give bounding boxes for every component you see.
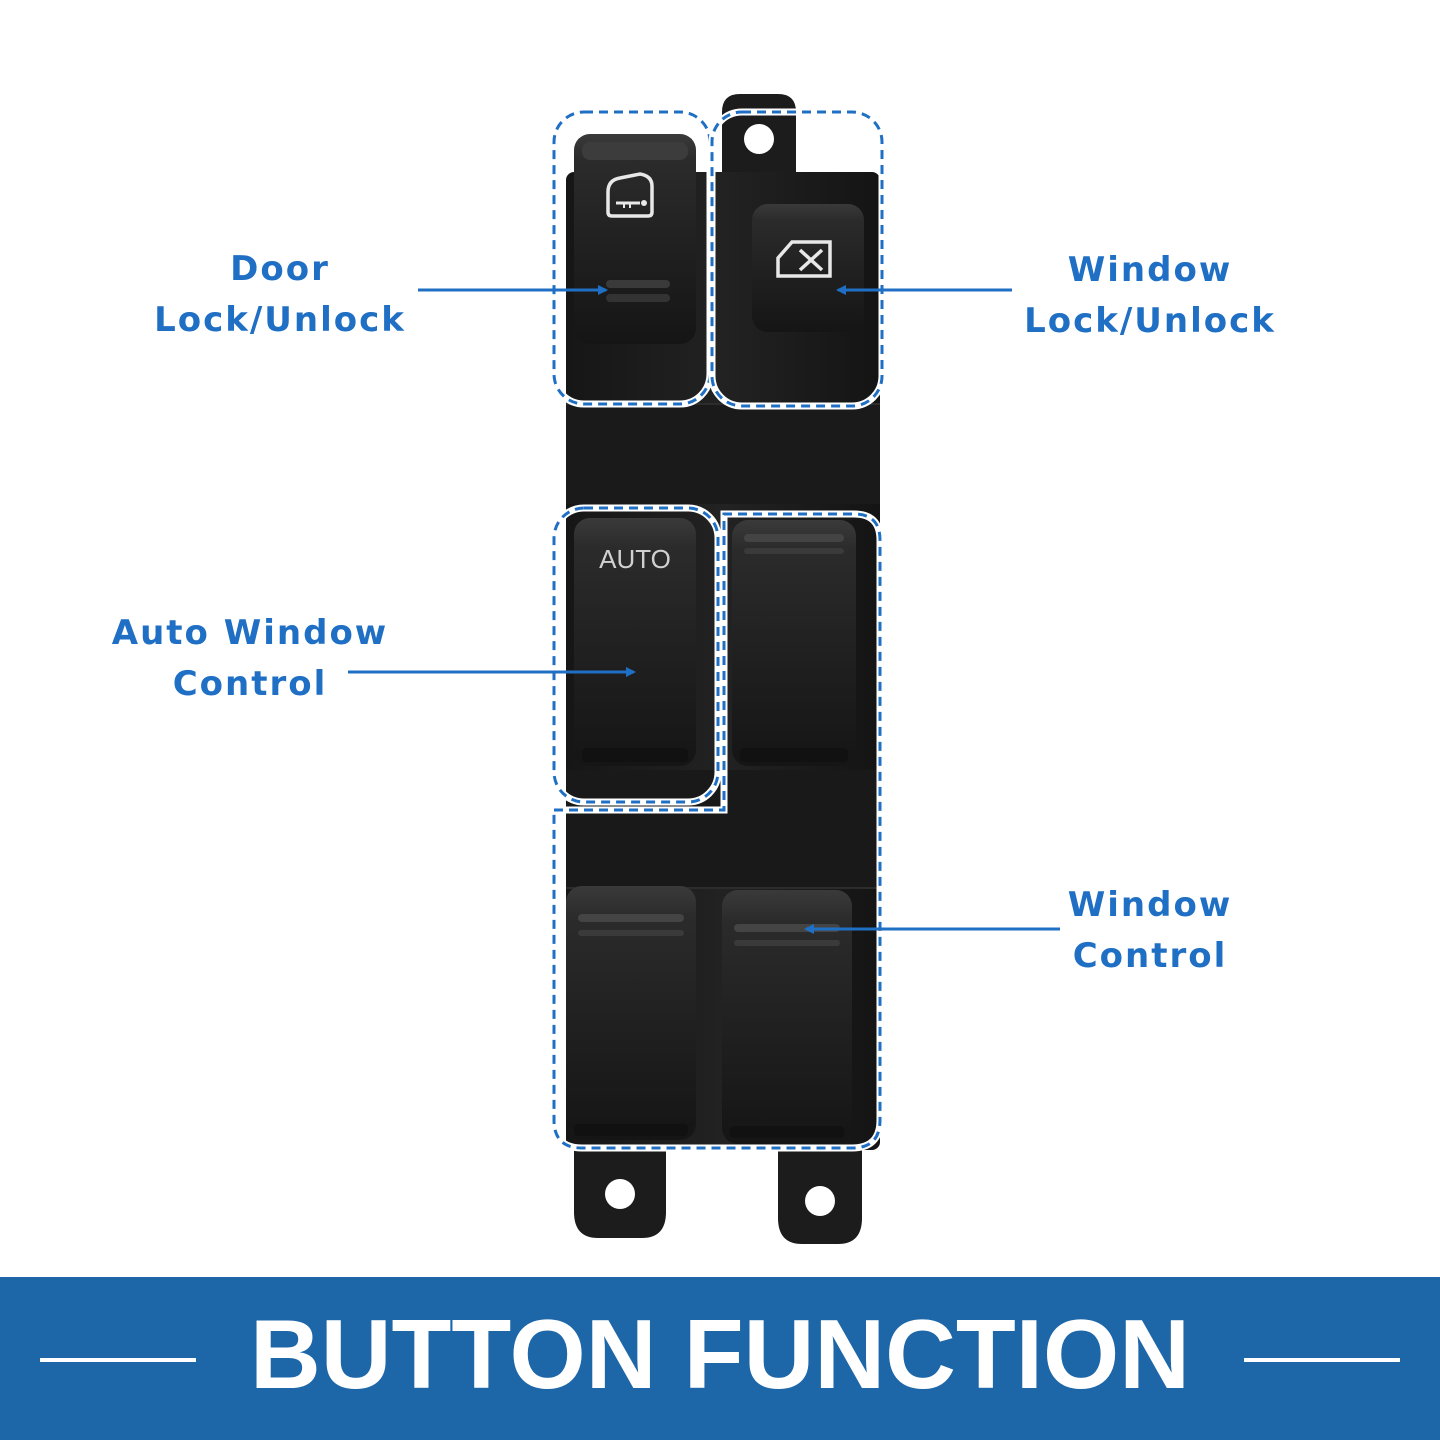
mounting-tab-bottom-left bbox=[574, 1140, 666, 1238]
callout-auto-window: Auto Window Control bbox=[100, 608, 400, 710]
callout-window-control-line2: Control bbox=[1072, 936, 1228, 976]
auto-label: AUTO bbox=[599, 544, 671, 574]
highlight-outlines bbox=[550, 108, 886, 1152]
title-banner: BUTTON FUNCTION bbox=[0, 1277, 1440, 1440]
callout-window-control: Window Control bbox=[1000, 880, 1300, 982]
highlight-window-control bbox=[550, 510, 884, 1152]
callout-door-lock-line2: Lock/Unlock bbox=[154, 300, 406, 340]
callout-window-control-line1: Window bbox=[1067, 885, 1233, 925]
highlight-window-lock bbox=[708, 108, 886, 410]
callout-window-lock: Window Lock/Unlock bbox=[1000, 245, 1300, 347]
callout-auto-window-line1: Auto Window bbox=[111, 613, 389, 653]
door-lock-icon bbox=[606, 172, 654, 218]
callout-door-lock: Door Lock/Unlock bbox=[130, 244, 430, 346]
banner-rule-left bbox=[40, 1358, 196, 1362]
door-lock-button[interactable] bbox=[574, 134, 696, 344]
callout-arrows bbox=[348, 285, 1060, 934]
highlight-auto-window bbox=[550, 504, 722, 806]
window-lock-icon bbox=[776, 240, 832, 278]
banner-title: BUTTON FUNCTION bbox=[250, 1299, 1190, 1409]
rear-left-window-button[interactable] bbox=[566, 886, 696, 1140]
callout-window-lock-line1: Window bbox=[1067, 250, 1233, 290]
window-lock-button[interactable] bbox=[752, 204, 864, 332]
mounting-tab-bottom-right bbox=[778, 1140, 862, 1244]
mounting-tab-top bbox=[722, 94, 796, 180]
callout-door-lock-line1: Door bbox=[230, 249, 330, 289]
callout-window-lock-line2: Lock/Unlock bbox=[1024, 301, 1276, 341]
callout-auto-window-line2: Control bbox=[172, 664, 328, 704]
banner-rule-right bbox=[1244, 1358, 1400, 1362]
front-right-window-button[interactable] bbox=[732, 520, 856, 766]
auto-window-button[interactable] bbox=[574, 518, 696, 766]
